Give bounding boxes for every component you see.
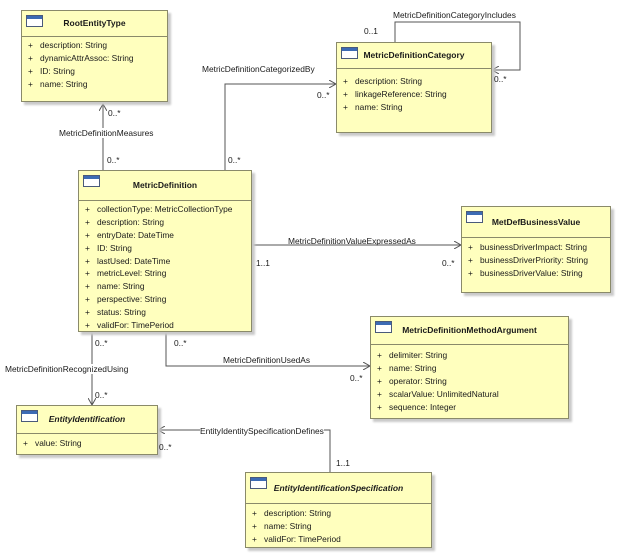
class-entity-identification-specification[interactable]: EntityIdentificationSpecification +descr… (245, 472, 432, 548)
attribute: +operator: String (377, 375, 447, 386)
mult-label: 0..* (350, 373, 363, 383)
class-icon (375, 321, 392, 333)
attribute: +validFor: TimePeriod (85, 320, 174, 331)
attribute: +value: String (23, 438, 82, 448)
mult-label: 0..1 (364, 26, 378, 36)
mult-label: 0..* (107, 155, 120, 165)
attribute: +description: String (343, 76, 423, 86)
class-name: EntityIdentification (48, 414, 126, 424)
attribute: +description: String (85, 216, 165, 227)
mult-label: 1..1 (256, 258, 270, 268)
mult-label: 0..* (494, 74, 507, 84)
mult-label: 0..* (228, 155, 241, 165)
class-metric-definition[interactable]: MetricDefinition +collectionType: Metric… (78, 170, 252, 332)
attribute: +name: String (28, 78, 88, 89)
class-name: MetricDefinition (132, 180, 198, 190)
attribute: +status: String (85, 307, 146, 318)
assoc-label-specification-defines: EntityIdentitySpecificationDefines (200, 426, 324, 436)
assoc-label-category-includes: MetricDefinitionCategoryIncludes (393, 10, 516, 20)
class-met-def-business-value[interactable]: MetDefBusinessValue +businessDriverImpac… (461, 206, 611, 293)
attribute: +dynamicAttrAssoc: String (28, 52, 134, 63)
attribute: +businessDriverPriority: String (468, 254, 588, 265)
class-icon (341, 47, 358, 59)
mult-label: 0..* (159, 442, 172, 452)
specification-defines-line (158, 430, 330, 472)
class-icon (21, 410, 38, 422)
attribute: +businessDriverValue: String (468, 267, 583, 278)
attribute: +name: String (252, 520, 312, 531)
class-name: RootEntityType (63, 18, 126, 28)
class-name: MetricDefinitionCategory (363, 50, 465, 60)
class-icon (250, 477, 267, 489)
attribute: +sequence: Integer (377, 401, 457, 412)
attribute: +description: String (28, 40, 108, 50)
class-icon (26, 15, 43, 27)
assoc-label-categorized-by: MetricDefinitionCategorizedBy (202, 64, 315, 74)
mult-label: 0..* (108, 108, 121, 118)
attribute: +perspective: String (85, 294, 167, 305)
assoc-label-used-as: MetricDefinitionUsedAs (223, 355, 311, 365)
categorized-by-line (224, 84, 336, 170)
used-as-line (165, 332, 370, 366)
mult-label: 0..* (442, 258, 455, 268)
mult-label: 0..* (95, 390, 108, 400)
attribute: +entryDate: DateTime (85, 229, 174, 240)
attribute: +scalarValue: UnlimitedNatural (377, 388, 499, 399)
attribute: +collectionType: MetricCollectionType (85, 204, 233, 214)
category-includes-line (394, 21, 521, 70)
class-name: MetDefBusinessValue (491, 217, 581, 227)
class-entity-identification[interactable]: EntityIdentification +value: String (16, 405, 158, 455)
mult-label: 0..* (174, 338, 187, 348)
attribute: +delimiter: String (377, 350, 448, 360)
class-name: EntityIdentificationSpecification (273, 483, 404, 493)
attribute: +validFor: TimePeriod (252, 533, 341, 544)
assoc-label-value-expressed-as: MetricDefinitionValueExpressedAs (288, 236, 416, 246)
attribute: +businessDriverImpact: String (468, 242, 588, 252)
class-metric-definition-method-argument[interactable]: MetricDefinitionMethodArgument +delimite… (370, 316, 569, 419)
class-icon (466, 211, 483, 223)
assoc-label-recognized-using: MetricDefinitionRecognizedUsing (5, 364, 129, 374)
attribute: +name: String (85, 281, 145, 292)
class-metric-definition-category[interactable]: MetricDefinitionCategory +description: S… (336, 42, 492, 133)
attribute: +ID: String (85, 242, 132, 253)
attribute: +lastUsed: DateTime (85, 255, 171, 266)
mult-label: 0..* (95, 338, 108, 348)
mult-label: 1..1 (336, 458, 350, 468)
attribute: +ID: String (28, 65, 75, 76)
attribute: +linkageReference: String (343, 88, 447, 99)
mult-label: 0..* (317, 90, 330, 100)
attribute: +metricLevel: String (85, 268, 167, 279)
class-root-entity-type[interactable]: RootEntityType +description: String +dyn… (21, 10, 168, 102)
class-name: MetricDefinitionMethodArgument (402, 325, 537, 335)
attribute: +description: String (252, 508, 332, 518)
attribute: +name: String (343, 101, 403, 112)
class-icon (83, 175, 100, 187)
assoc-label-measures: MetricDefinitionMeasures (59, 128, 154, 138)
attribute: +name: String (377, 362, 437, 373)
